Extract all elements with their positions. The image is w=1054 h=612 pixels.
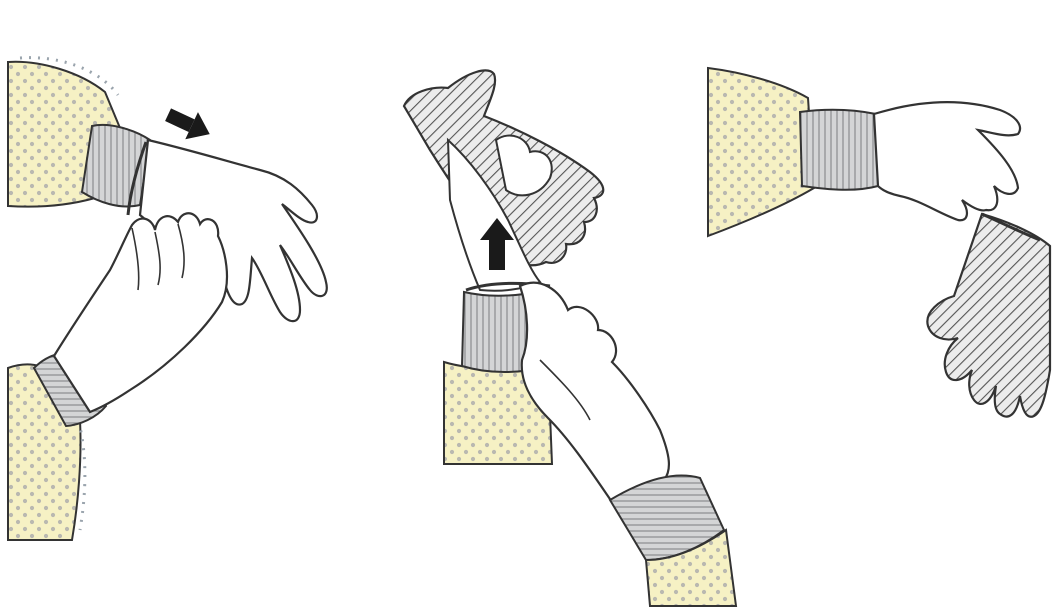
step-1-panel [8,58,327,540]
arrow-right-down-icon [162,101,216,148]
step-3-inside-out-glove [927,214,1050,417]
step-3-cuff [800,110,878,190]
step-3-sleeve [708,68,814,236]
step-3-panel [708,68,1050,417]
step-2-pulling-glove [520,283,669,502]
step-1-lower-glove [54,213,227,412]
step-1-upper-cuff [82,125,150,207]
step-2-panel [404,70,736,606]
step-3-bare-hand [874,102,1020,220]
